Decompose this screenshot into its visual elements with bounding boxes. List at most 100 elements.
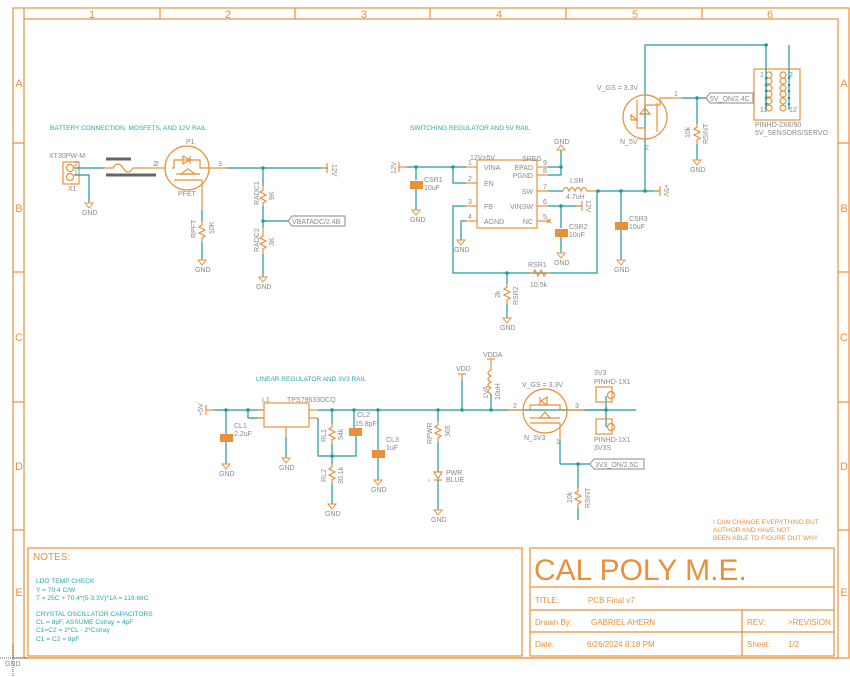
svg-text:N_5V: N_5V	[620, 139, 638, 146]
svg-text:GND: GND	[195, 267, 211, 274]
note-line: CL = 8pF, ASSUME Cstray = 4pF	[36, 619, 133, 626]
resistor-rpwr[interactable]: RPWR 365	[427, 422, 452, 444]
svg-text:12: 12	[789, 107, 797, 114]
pin-number: 1	[74, 170, 78, 177]
net-flag-3v3-on[interactable]: 3V3_ON/2.5C	[589, 458, 645, 470]
ldo-regulator-l1[interactable]: L1 TPS79633DCQ	[257, 397, 336, 437]
fuse[interactable]: 2	[104, 157, 159, 177]
annotation-vgs: V_GS = 3.3V	[597, 85, 638, 92]
part-name: 5V_SENSORS/SERVO	[755, 130, 829, 137]
supply-5v: +5V	[198, 403, 213, 416]
svg-text:VDD: VDD	[456, 366, 471, 373]
resistor-rpft[interactable]: RPFT 10K	[191, 219, 216, 242]
svg-text:REV:: REV:	[747, 618, 765, 627]
capacitor-cl2[interactable]: CL2 15.8pF	[349, 412, 377, 436]
author-name: GABRIEL AHERN	[591, 618, 655, 627]
part-value: PFET	[178, 191, 197, 198]
row-label: A	[15, 78, 23, 90]
resistor-r3int[interactable]: 10k R3INT	[567, 487, 592, 508]
svg-text:54k: 54k	[338, 428, 345, 440]
battery-connector-x1[interactable]: XT30PW-M 2 1 X1	[49, 153, 85, 193]
nfet-n3v3[interactable]: N_3V3 2 3 1	[513, 388, 579, 446]
resistor-rl1[interactable]: RL1 54k	[321, 424, 345, 444]
svg-text:Drawn By:: Drawn By:	[535, 618, 572, 627]
part-name: SREG	[522, 156, 542, 163]
section-title-battery: BATTERY CONNECTION, MOSFETS, AND 12V RAI…	[50, 125, 207, 132]
svg-text:3V3: 3V3	[594, 370, 607, 377]
connector-name: X1	[68, 186, 77, 193]
capacitor-csr3[interactable]: CSR3 10uF	[615, 216, 648, 231]
gnd-symbol: GND	[195, 259, 211, 274]
resistor-rl2[interactable]: RL2 30.1k	[321, 464, 345, 484]
svg-text:2k: 2k	[495, 290, 502, 298]
svg-text:RADC1: RADC1	[254, 181, 261, 205]
svg-text:3V3_ON/2.5C: 3V3_ON/2.5C	[595, 462, 639, 469]
nfet-n5v[interactable]: N_5V 2	[620, 94, 672, 152]
pin-header-3v3[interactable]: 3V3 PINHD-1X1	[594, 370, 631, 403]
author-annotation: I CAN CHANGE EVERYTHING BUT AUTHOR AND H…	[713, 519, 819, 542]
svg-text:+5V: +5V	[662, 184, 669, 197]
svg-text:11: 11	[760, 107, 767, 114]
column-label: 5	[632, 9, 638, 21]
svg-text:Date:: Date:	[535, 640, 554, 649]
svg-text:RPFT: RPFT	[191, 219, 198, 238]
section-title-linear: LINEAR REGULATOR AND 3V3 RAIL	[256, 376, 366, 383]
svg-text:10k: 10k	[567, 491, 574, 503]
capacitor-cl3[interactable]: CL3 1uF	[372, 437, 399, 458]
gnd-symbol: GND	[614, 259, 630, 274]
svg-text:RL2: RL2	[321, 469, 328, 482]
svg-text:VBATADC/2.4B: VBATADC/2.4B	[292, 219, 341, 226]
svg-text:RSR2: RSR2	[513, 286, 520, 305]
gnd-symbol: GND	[554, 139, 570, 151]
svg-text:2: 2	[153, 161, 157, 168]
svg-text:PGND: PGND	[513, 173, 533, 180]
row-label: D	[15, 461, 23, 473]
connector-value: XT30PW-M	[49, 153, 85, 160]
column-labels: 1 2 3 4 5 6	[89, 9, 773, 21]
pin-header-3v3s[interactable]: PINHD-1X1 3V3S	[594, 418, 631, 452]
inductor-lva[interactable]: LVA 10uH	[483, 369, 502, 400]
pin-header-2x6[interactable]: 1 11 2 12 PINHD-2X6/90 5V_SENSORS/SERVO	[753, 45, 829, 137]
svg-text:CSR3: CSR3	[629, 216, 648, 223]
column-label: 1	[89, 9, 95, 21]
row-label: E	[840, 587, 847, 599]
svg-text:RL1: RL1	[321, 429, 328, 442]
svg-text:Sheet:: Sheet:	[747, 640, 770, 649]
column-label: 6	[767, 9, 773, 21]
svg-text:VDDA: VDDA	[483, 352, 503, 359]
svg-text:BLUE: BLUE	[446, 477, 465, 484]
capacitor-csr2[interactable]: CSR2 10uF	[555, 224, 588, 239]
resistor-rsr2[interactable]: 2k RSR2	[495, 284, 520, 305]
svg-text:1uF: 1uF	[386, 445, 398, 452]
capacitor-cl1[interactable]: CL1 2.2uF	[220, 423, 252, 442]
svg-text:FB: FB	[484, 204, 493, 211]
svg-text:GND: GND	[256, 284, 272, 291]
led-pwr[interactable]: ⸗ PWR BLUE	[428, 470, 465, 484]
capacitor-csr1[interactable]: CSR1 10uF	[410, 177, 443, 192]
svg-text:10.5k: 10.5k	[530, 282, 548, 289]
svg-text:GND: GND	[371, 487, 387, 494]
resistor-r5int[interactable]: 10k R5INT	[685, 123, 710, 144]
svg-text:6: 6	[543, 199, 547, 206]
net-flag-vbatadc[interactable]: VBATADC/2.4B	[287, 215, 346, 227]
svg-text:3K: 3K	[269, 237, 276, 246]
svg-text:GND: GND	[500, 325, 516, 332]
notes-title: NOTES:	[33, 552, 70, 563]
svg-text:10k: 10k	[685, 126, 692, 138]
resistor-rsr1[interactable]: RSR1 10.5k	[528, 262, 550, 289]
net-flag-5v-on[interactable]: 5V_ON/2.4C	[705, 92, 754, 104]
svg-text:2: 2	[155, 161, 159, 168]
svg-text:EN: EN	[484, 181, 494, 188]
inductor-lsr[interactable]: LSR 4.7uH	[562, 178, 597, 201]
resistor-radc1[interactable]: RADC1 9K	[254, 181, 276, 206]
row-labels: A B C D E A B C D E	[15, 78, 848, 599]
switching-regulator-sreg[interactable]: 12V>5V SREG 1 VINA 2 EN 3 FB 4 AGND 9 EP…	[466, 155, 548, 229]
svg-text:1: 1	[760, 72, 764, 79]
svg-text:2: 2	[789, 72, 793, 79]
svg-text:4.7uH: 4.7uH	[566, 194, 585, 201]
resistor-radc2[interactable]: RADC2 3K	[254, 228, 276, 254]
svg-text:1: 1	[674, 91, 678, 98]
note-line: T = 25C + 70.4*(5-3.3V)*1A = 119.68C	[36, 595, 149, 602]
svg-text:+5V: +5V	[198, 403, 205, 416]
